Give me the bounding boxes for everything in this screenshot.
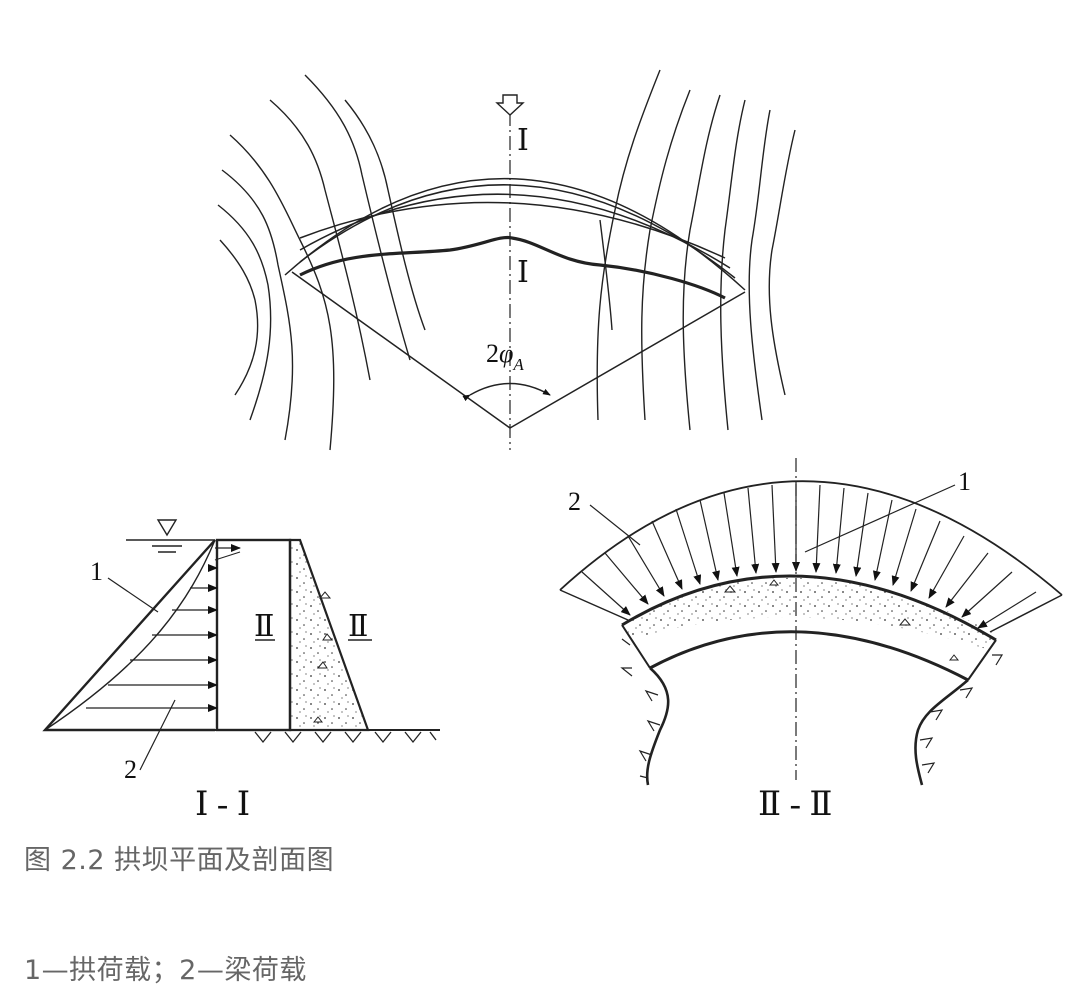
angle-label: 2φA — [486, 339, 524, 374]
canyon-wall-left — [645, 667, 670, 786]
angle-symbol: φ — [499, 339, 513, 368]
rock-hatch-left — [620, 638, 661, 779]
aggregate-marks — [312, 591, 334, 723]
load-arrows — [86, 544, 241, 712]
section-1-1 — [42, 519, 440, 771]
section-1-label-2: 2 — [124, 755, 137, 784]
plan-section-mark-top: Ⅰ — [517, 124, 529, 157]
section-1-title: Ⅰ - Ⅰ — [195, 786, 250, 823]
angle-arc — [462, 382, 551, 402]
angle-subscript: A — [512, 355, 524, 374]
water-flow-arrow — [495, 94, 525, 116]
water-level-symbol — [126, 519, 215, 553]
section-2-title: Ⅱ - Ⅱ — [758, 786, 833, 823]
figure-caption: 图 2.2 拱坝平面及剖面图 — [24, 845, 335, 876]
arch-ring-section — [628, 577, 992, 650]
arch-rings — [284, 178, 746, 291]
contour-lines-left — [217, 74, 426, 451]
load-envelope — [559, 480, 1063, 596]
arch-dam-figure: Ⅰ Ⅰ 2φA — [42, 69, 1063, 823]
rock-hatch-right — [919, 654, 1004, 774]
section-2-label-2: 2 — [568, 487, 581, 516]
section-1-cut-mark-right: Ⅱ — [348, 610, 368, 643]
plan-section-mark-bottom: Ⅰ — [517, 256, 529, 289]
dam-foundation-line — [299, 235, 726, 300]
contour-lines-right — [596, 69, 796, 431]
canyon-wall-right — [914, 679, 969, 786]
section-2-2 — [559, 458, 1063, 786]
arch-aggregate-marks — [723, 579, 960, 661]
angle-label-prefix: 2 — [486, 339, 499, 368]
radial-load-arrows — [581, 484, 1037, 629]
figure-legend: 1—拱荷载；2—梁荷载 — [24, 955, 307, 986]
section-1-label-1: 1 — [90, 557, 103, 586]
section-2-label-1: 1 — [958, 467, 971, 496]
ground-hatch — [254, 731, 437, 744]
section-1-cut-mark-left: Ⅱ — [254, 610, 274, 643]
plan-view — [217, 69, 796, 451]
